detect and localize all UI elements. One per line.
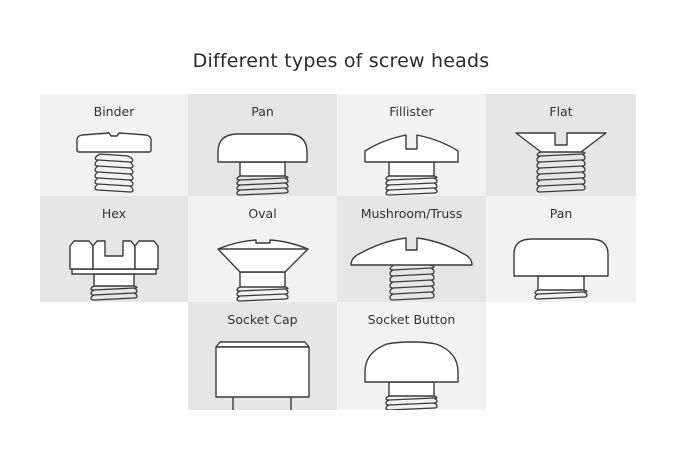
label-binder: Binder	[93, 104, 135, 119]
pan-screw-icon	[513, 238, 609, 300]
label-pan: Pan	[251, 104, 274, 119]
label-oval: Oval	[248, 206, 277, 221]
cell-pan-2: Pan	[486, 196, 636, 302]
label-pan-2: Pan	[549, 206, 573, 221]
cell-fillister: Fillister	[337, 94, 486, 196]
flat-screw-icon	[515, 132, 607, 193]
label-mushroom-truss: Mushroom/Truss	[360, 206, 463, 221]
cell-hex: Hex	[40, 196, 188, 302]
oval-screw-icon	[217, 239, 309, 302]
label-fillister: Fillister	[389, 104, 434, 119]
cell-pan: Pan	[188, 94, 337, 196]
label-flat: Flat	[549, 104, 573, 119]
cell-oval: Oval	[188, 196, 337, 302]
pan-screw-icon	[217, 133, 308, 196]
binder-screw-icon	[76, 132, 152, 193]
label-hex: Hex	[101, 206, 127, 221]
fillister-screw-icon	[364, 134, 459, 196]
mushroom-truss-screw-icon	[350, 237, 473, 301]
cell-flat: Flat	[486, 94, 636, 196]
hex-screw-icon	[69, 240, 159, 301]
cell-mushroom-truss: Mushroom/Truss	[337, 196, 486, 302]
socket-button-screw-icon	[364, 341, 459, 410]
label-socket-cap: Socket Cap	[227, 312, 298, 327]
cell-socket-cap: Socket Cap	[188, 302, 337, 410]
label-socket-button: Socket Button	[367, 312, 456, 327]
diagram-title: Different types of screw heads	[192, 50, 490, 72]
cell-socket-button: Socket Button	[337, 302, 486, 410]
socket-cap-screw-icon	[215, 341, 310, 410]
cell-binder: Binder	[40, 94, 188, 196]
